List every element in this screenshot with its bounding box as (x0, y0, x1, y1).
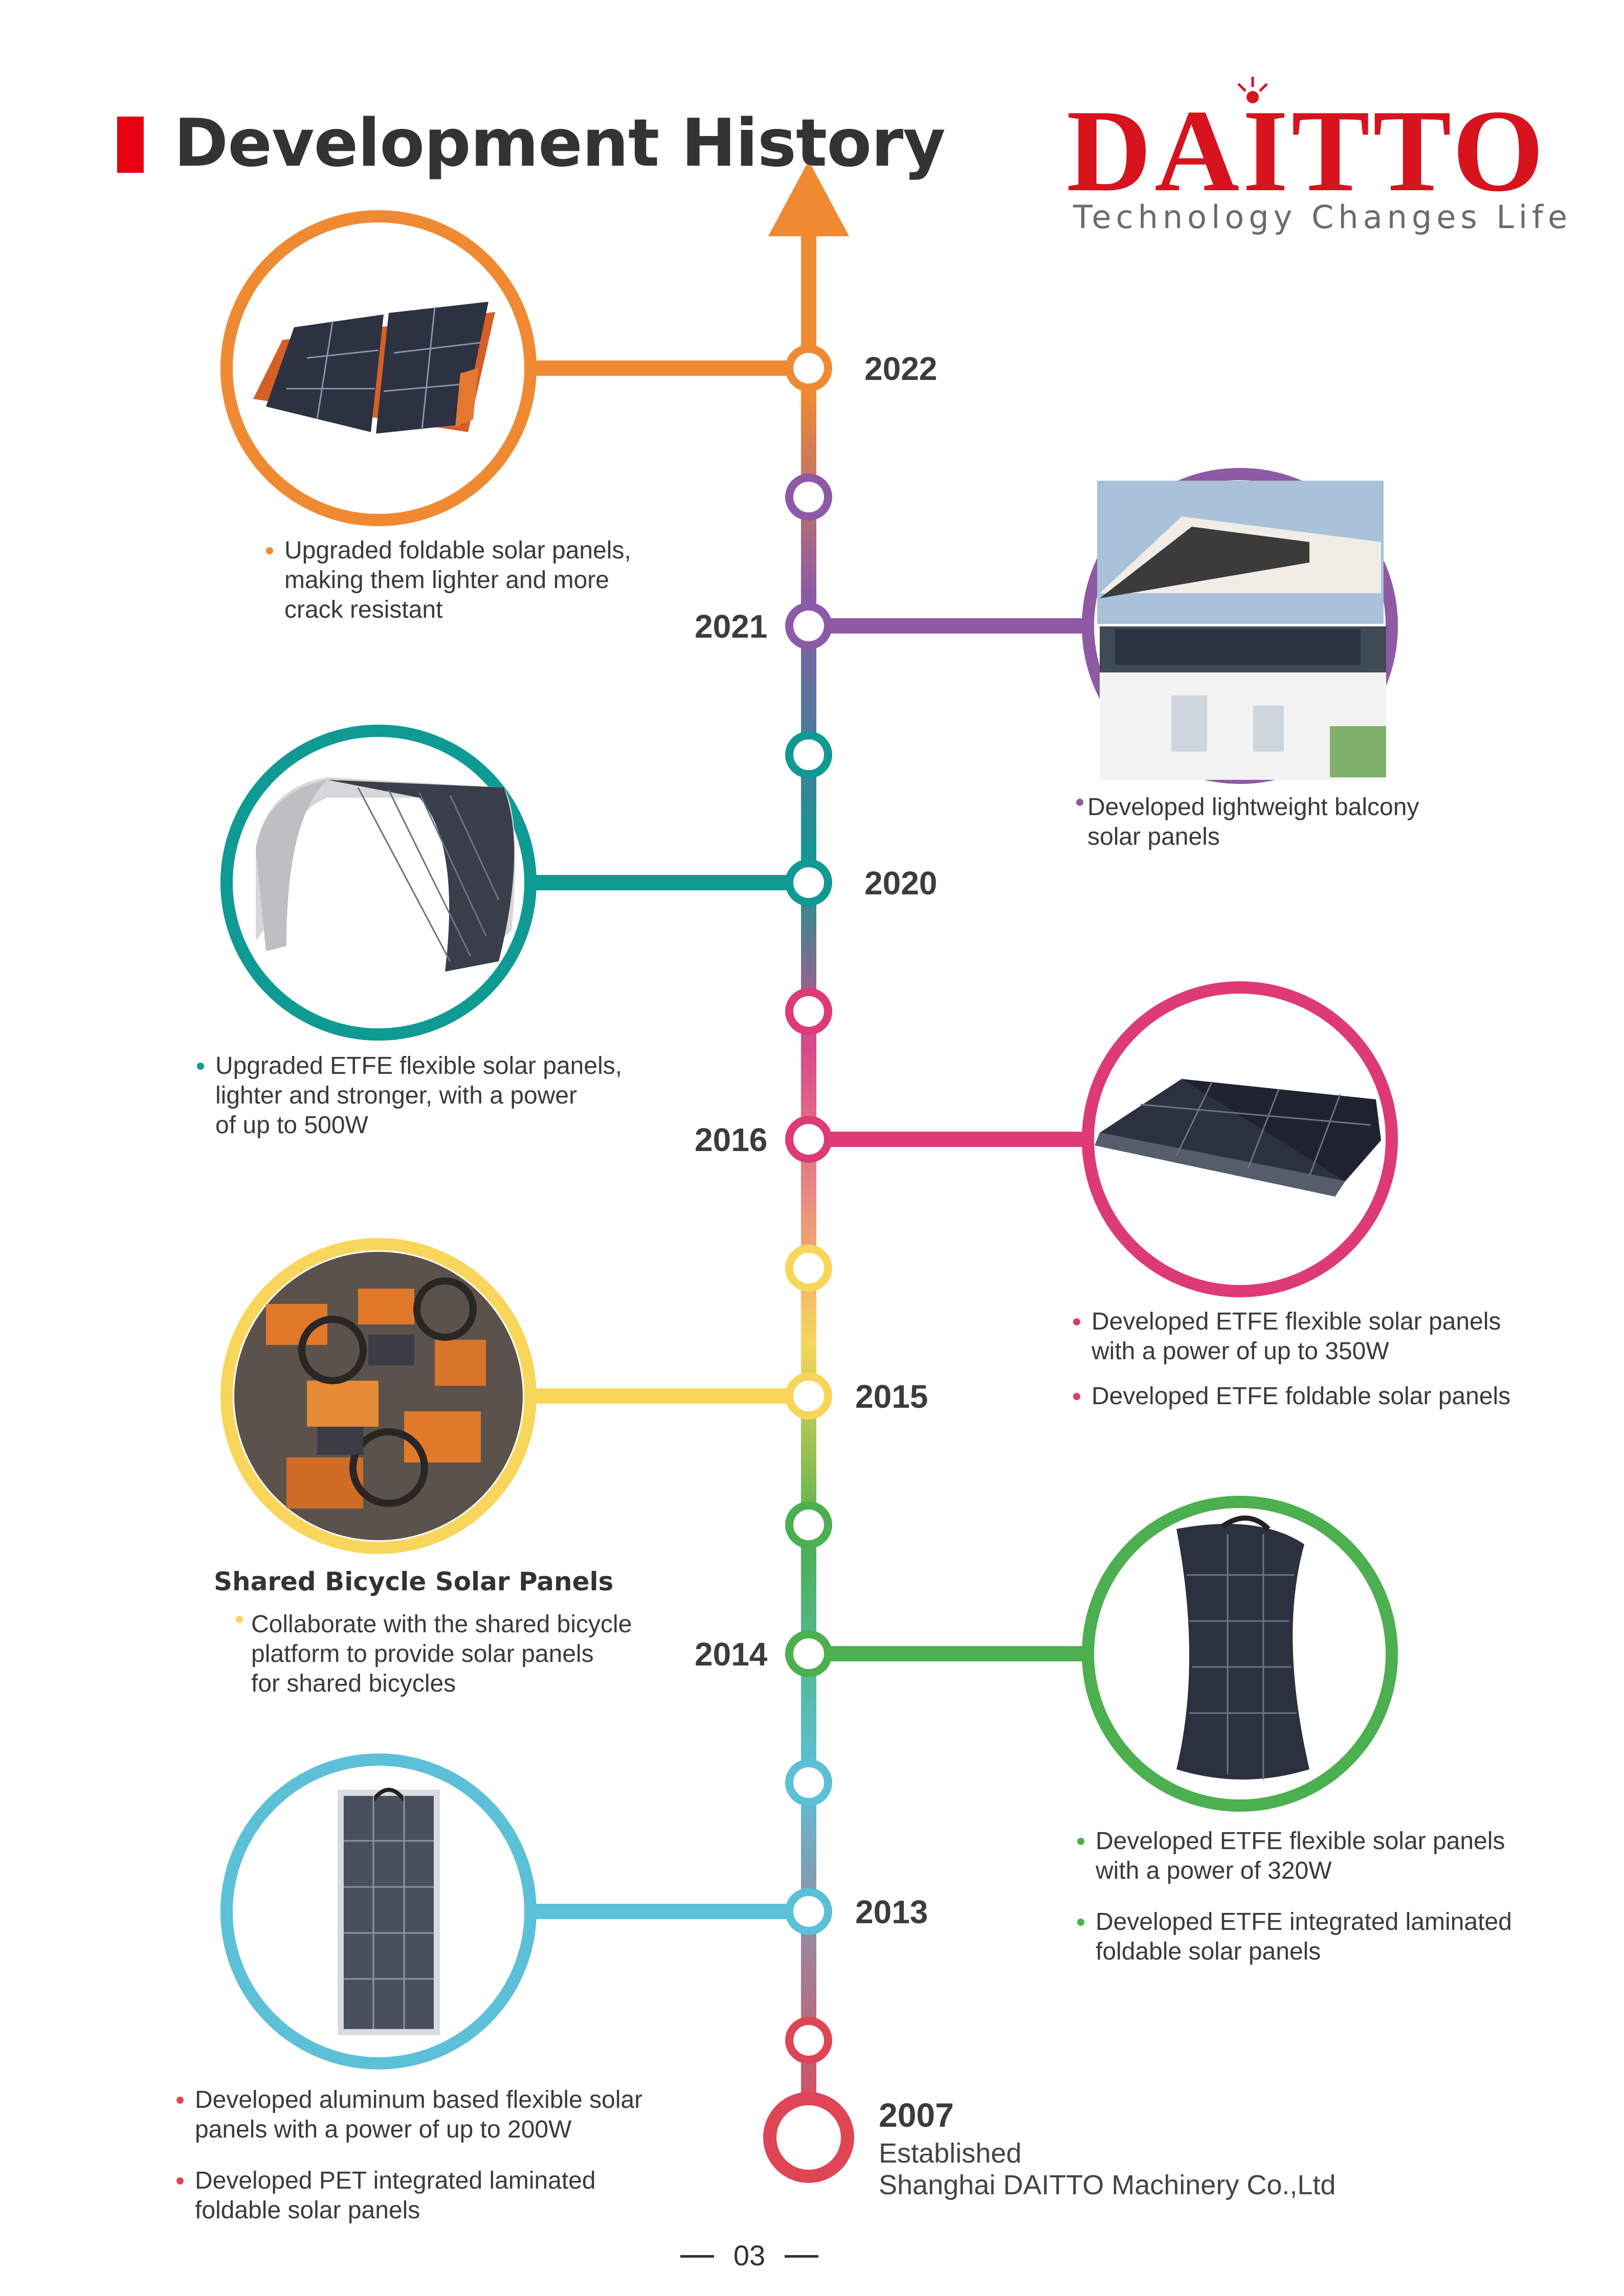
bullet-dot-icon (176, 2097, 184, 2104)
logo-spark-icon (1237, 77, 1268, 103)
list-item: Developed ETFE foldable solar panels (1073, 1382, 1510, 1411)
brand-tagline: Technology Changes Life (1073, 198, 1572, 236)
page-number-dash-right (785, 2255, 818, 2258)
node-2014 (785, 1630, 832, 1677)
node-mid-2015 (785, 1245, 832, 1292)
list-item: Developed lightweight balcony solar pane… (1076, 793, 1419, 852)
bullet-dot-icon (236, 1616, 243, 1623)
milestone-heading-2015: Shared Bicycle Solar Panels (214, 1567, 614, 1596)
milestone-desc-2014: Developed ETFE flexible solar panels wit… (1077, 1827, 1512, 1967)
list-item: Developed ETFE integrated laminated fold… (1077, 1907, 1512, 1967)
node-mid-2013 (785, 1759, 832, 1806)
bullet-dot-icon (1077, 1838, 1084, 1845)
bullet-dot-icon (1073, 1318, 1080, 1325)
page-number: 03 (733, 2239, 766, 2271)
list-item: Collaborate with the shared bicycle plat… (236, 1610, 632, 1699)
year-label-2013: 2013 (855, 1894, 928, 1930)
node-2021 (785, 602, 832, 649)
bullet-dot-icon (266, 547, 273, 554)
curved-flexible-panel-icon (256, 777, 516, 972)
milestone-desc-2020: Upgraded ETFE flexible solar panels, lig… (197, 1051, 622, 1140)
bullet-dot-icon (1076, 799, 1083, 806)
foldable-panel-array-icon (1095, 1079, 1381, 1197)
year-label-2020: 2020 (864, 865, 938, 902)
list-item: Developed ETFE flexible solar panels wit… (1077, 1827, 1512, 1886)
flat-flexible-panel-icon (338, 1788, 440, 2035)
brand-logo: DAITTO (1066, 85, 1547, 216)
bullet-dot-icon (176, 2177, 184, 2185)
node-2015 (785, 1372, 832, 1420)
page-number-dash-left (680, 2255, 714, 2258)
page-title: Development History (174, 105, 946, 182)
bent-flexible-panel-icon (1176, 1515, 1309, 1780)
node-mid-2014 (785, 1501, 832, 1548)
node-mid-2021 (785, 474, 832, 521)
list-item: Upgraded ETFE flexible solar panels, lig… (197, 1051, 622, 1140)
year-label-2016: 2016 (695, 1121, 768, 1158)
year-label-2014: 2014 (695, 1636, 768, 1673)
list-item: Developed ETFE flexible solar panels wit… (1073, 1307, 1510, 1366)
milestone-desc-2022: Upgraded foldable solar panels, making t… (266, 536, 631, 625)
node-2007 (763, 2092, 854, 2183)
node-mid-2007 (785, 2017, 832, 2064)
year-label-2021: 2021 (695, 608, 768, 645)
shared-bicycles-icon (234, 1252, 523, 1540)
list-item: Developed PET integrated laminated folda… (176, 2166, 642, 2225)
node-mid-2020 (785, 731, 832, 778)
list-item: Upgraded foldable solar panels, making t… (266, 536, 631, 625)
bullet-dot-icon (1073, 1393, 1080, 1400)
milestone-desc-2016: Developed ETFE flexible solar panels wit… (1073, 1307, 1510, 1411)
timeline-arrow-head (768, 161, 849, 236)
year-label-2022: 2022 (864, 350, 938, 387)
node-2020 (785, 859, 832, 906)
foldable-solar-panel-icon (253, 302, 495, 434)
node-2013 (785, 1888, 832, 1935)
title-accent-bar (117, 117, 144, 173)
bullet-dot-icon (197, 1063, 204, 1070)
milestone-desc-2021: Developed lightweight balcony solar pane… (1076, 793, 1419, 852)
balcony-solar-panel-icon (1097, 481, 1386, 780)
milestone-desc-2015: Collaborate with the shared bicycle plat… (236, 1610, 632, 1699)
year-label-2007: 2007 (879, 2096, 954, 2134)
list-item: Developed aluminum based flexible solar … (176, 2085, 642, 2145)
node-2016 (785, 1116, 832, 1163)
year-label-2015: 2015 (855, 1378, 928, 1415)
milestone-desc-2013: Developed aluminum based flexible solar … (176, 2085, 642, 2225)
company-name: Shanghai DAITTO Machinery Co.,Ltd (879, 2170, 1336, 2200)
established-label: Established (879, 2138, 1022, 2169)
node-2022 (785, 345, 832, 392)
node-mid-2016 (785, 988, 832, 1035)
timeline-spine (801, 225, 816, 2127)
bullet-dot-icon (1077, 1919, 1084, 1926)
